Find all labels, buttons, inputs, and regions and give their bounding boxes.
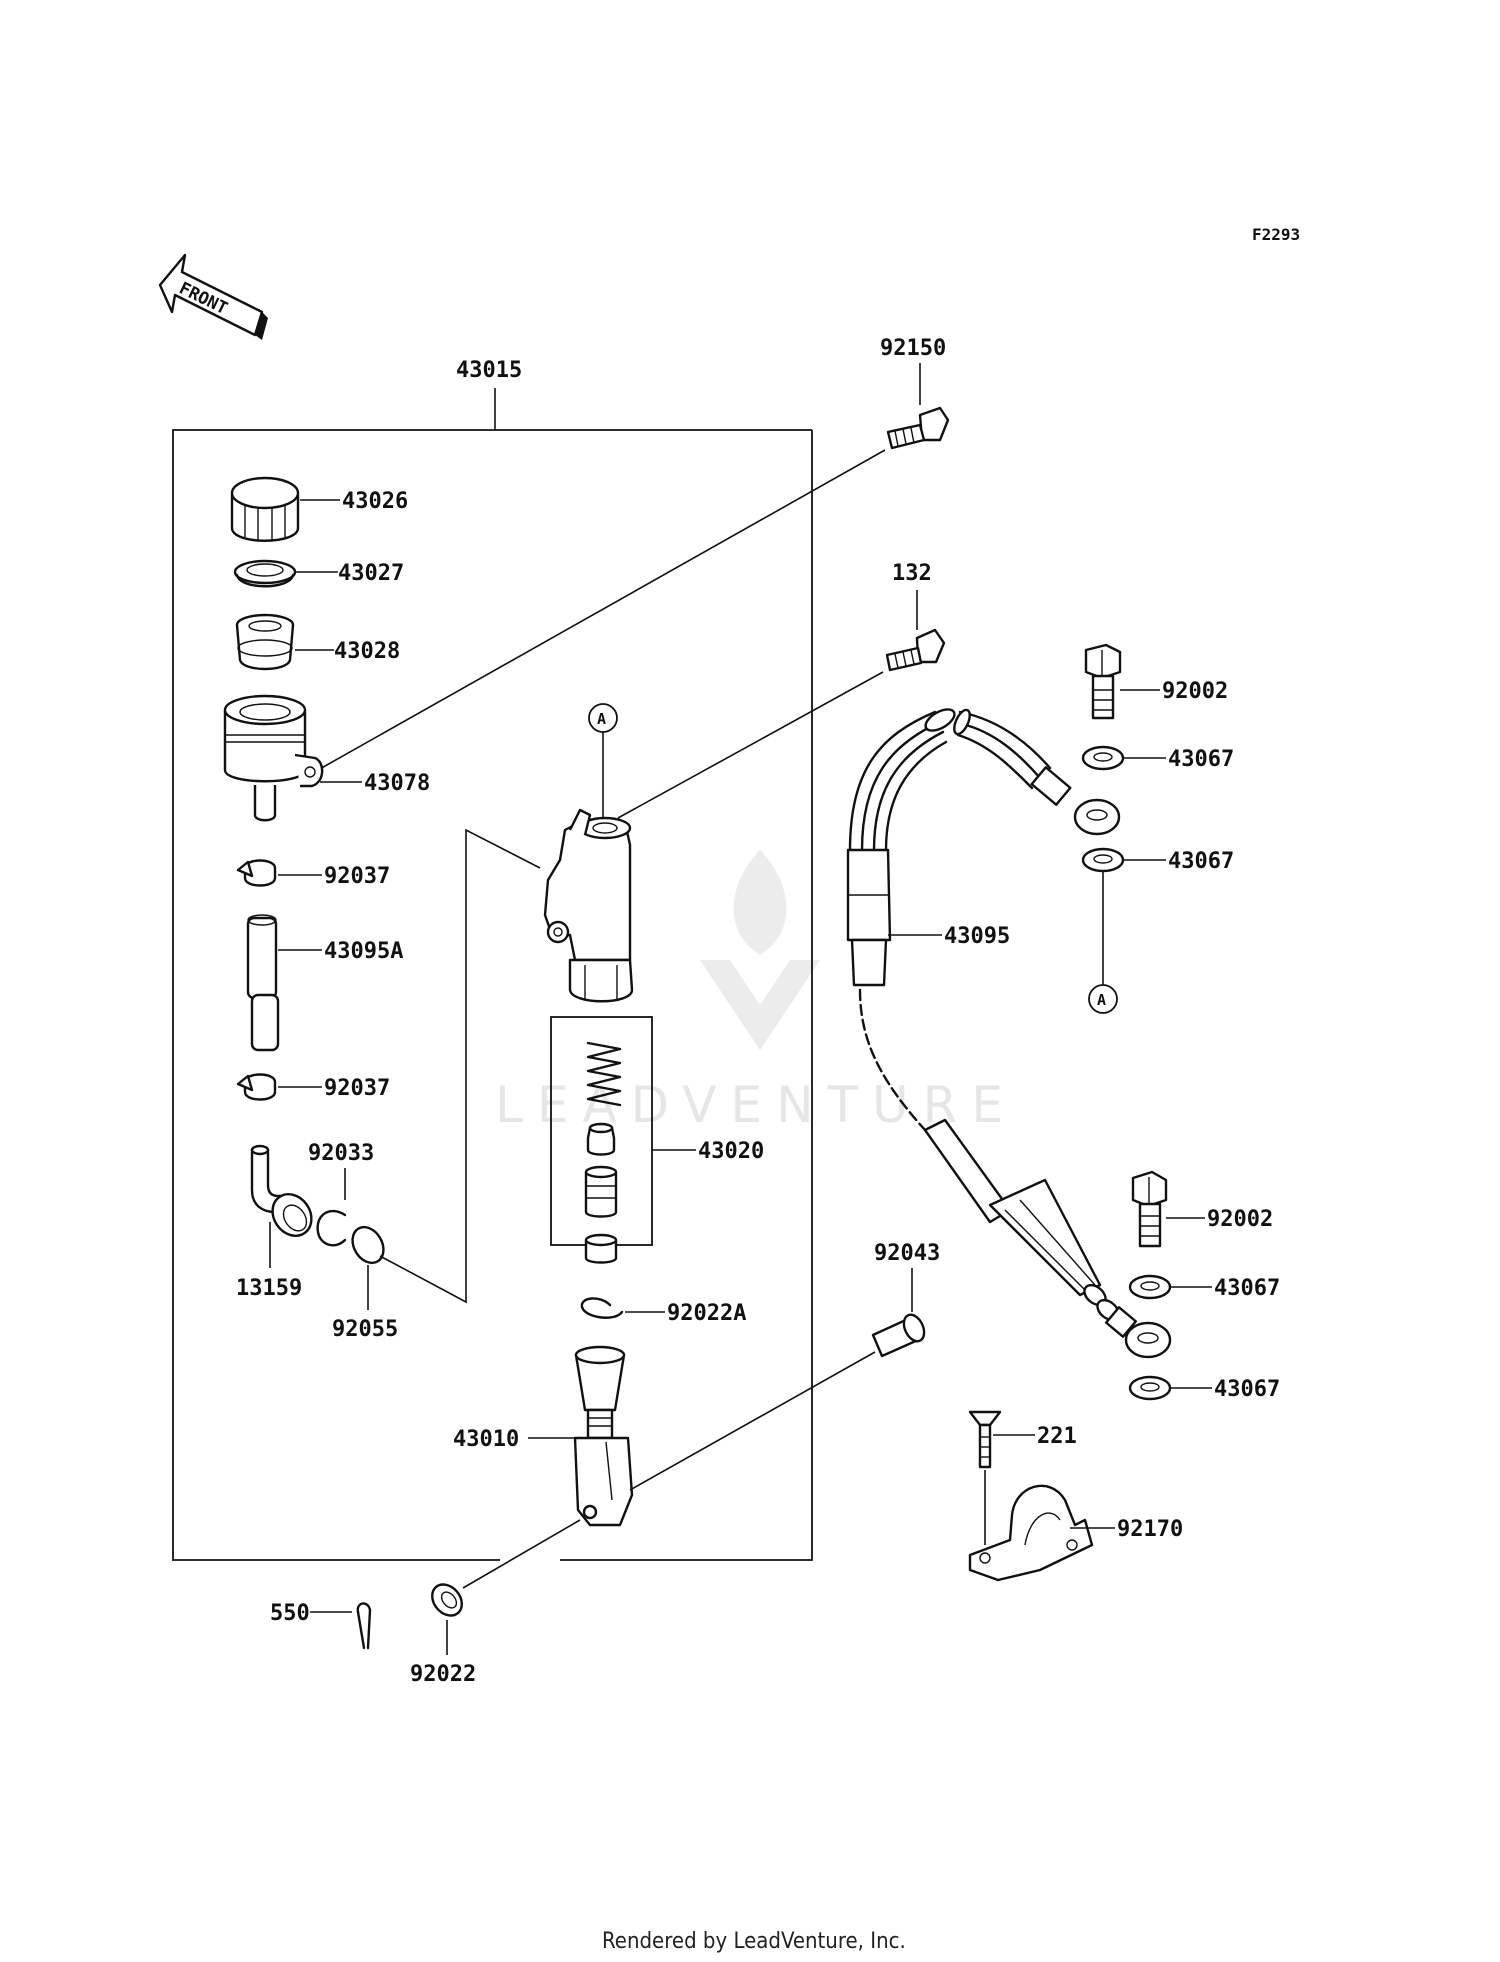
footer-credit: Rendered by LeadVenture, Inc. <box>602 1929 906 1954</box>
watermark-text: LEADVENTURE <box>495 1076 1017 1134</box>
figure-code: F2293 <box>1252 225 1300 244</box>
clamp-92037-top <box>236 859 277 887</box>
label-43027: 43027 <box>338 561 404 586</box>
label-43067-c: 43067 <box>1214 1276 1280 1301</box>
label-43067-d: 43067 <box>1214 1377 1280 1402</box>
label-92002-top: 92002 <box>1162 679 1228 704</box>
label-43095A: 43095A <box>324 939 403 964</box>
label-92170: 92170 <box>1117 1517 1183 1542</box>
reference-marker-a-top: A <box>588 703 618 733</box>
label-92055: 92055 <box>332 1317 398 1342</box>
clamp-92037-bottom <box>236 1073 277 1101</box>
diaphragm-plate-43027 <box>233 559 297 588</box>
label-43078: 43078 <box>364 771 430 796</box>
label-92033: 92033 <box>308 1141 374 1166</box>
washer-92022 <box>431 1583 463 1617</box>
label-43067-a: 43067 <box>1168 747 1234 772</box>
washer-43067-d <box>1128 1375 1172 1401</box>
banjo-bolt-92002-bottom <box>1131 1170 1168 1248</box>
svg-text:A: A <box>1097 991 1106 1009</box>
label-43020: 43020 <box>698 1139 764 1164</box>
label-92043: 92043 <box>874 1241 940 1266</box>
label-43026: 43026 <box>342 489 408 514</box>
o-ring-92055 <box>351 1225 385 1265</box>
piston-kit-43020 <box>550 1016 653 1264</box>
diaphragm-43028 <box>235 613 295 671</box>
screw-221 <box>968 1410 1002 1469</box>
master-cylinder-body <box>543 808 634 1003</box>
label-92002-bottom: 92002 <box>1207 1207 1273 1232</box>
label-43095: 43095 <box>944 924 1010 949</box>
front-arrow-icon: FRONT <box>158 253 268 340</box>
washer-43067-a <box>1081 745 1125 771</box>
hose-clamp-92170 <box>968 1484 1094 1582</box>
label-221: 221 <box>1037 1424 1077 1449</box>
washer-43067-b <box>1081 847 1125 873</box>
label-550: 550 <box>270 1601 310 1626</box>
bolt-132 <box>885 628 946 672</box>
label-43010: 43010 <box>453 1427 519 1452</box>
elbow-13159 <box>250 1144 313 1237</box>
reservoir-cap-43026 <box>230 476 300 542</box>
label-132: 132 <box>892 561 932 586</box>
cotter-pin-550 <box>356 1602 372 1650</box>
assembly-frame <box>172 388 813 1561</box>
label-92037-bottom: 92037 <box>324 1076 390 1101</box>
label-13159: 13159 <box>236 1276 302 1301</box>
watermark: LEADVENTURE <box>495 850 1017 1134</box>
bolt-92150 <box>886 406 950 450</box>
label-92037-top: 92037 <box>324 864 390 889</box>
circlip-92022A <box>580 1297 624 1319</box>
label-92150: 92150 <box>880 336 946 361</box>
svg-text:A: A <box>597 710 606 728</box>
label-43028: 43028 <box>334 639 400 664</box>
reservoir-43078 <box>223 694 324 822</box>
push-rod-43010 <box>573 1345 634 1527</box>
brake-hose-43095 <box>846 708 1172 1359</box>
label-92022A: 92022A <box>667 1301 746 1326</box>
reference-marker-a-right: A <box>1088 984 1118 1014</box>
label-92022: 92022 <box>410 1662 476 1687</box>
washer-43067-c <box>1128 1274 1172 1300</box>
label-43067-b: 43067 <box>1168 849 1234 874</box>
label-43015: 43015 <box>456 358 522 383</box>
banjo-bolt-92002-top <box>1084 643 1122 720</box>
pin-92043 <box>871 1313 926 1358</box>
hose-43095A <box>246 914 280 1052</box>
circlip-92033 <box>316 1209 347 1247</box>
